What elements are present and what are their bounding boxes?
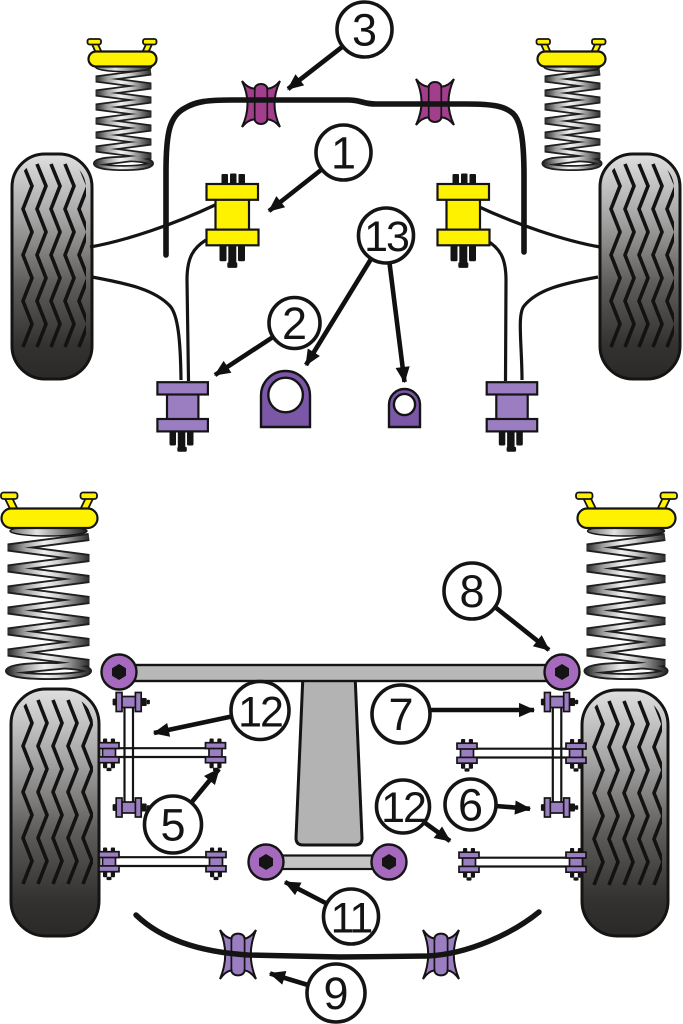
callout-7-number: 7 [388,689,413,740]
callout-5: 5 [142,767,221,855]
rear-left-upper-lateral-link [109,747,216,759]
callout-11-number: 11 [331,895,372,943]
callout-1-arrow [267,168,323,213]
callout-12-right-number: 12 [381,784,425,832]
front-arm-rear-bush-left-bolts [169,431,194,452]
callout-5-arrow [189,767,221,805]
rear-left-coil-spring [0,491,99,680]
callout-5-number: 5 [160,800,185,851]
rear-anti-roll-bar [133,909,542,960]
rear-left-spring-top-mount [0,491,99,530]
callout-8-arrow [493,605,551,652]
rear-right-trailing-link [551,700,563,810]
callout-8: 8 [442,561,551,652]
front-left-tire-treads [21,163,86,348]
callout-2: 2 [213,295,322,377]
front-left-spring-coils [93,68,154,171]
rear-right-upper-link-inner-bush [456,739,478,772]
callout-11-arrow [283,879,328,906]
rear-right-spring-coils [583,533,669,680]
rear-right-lower-lateral-link [469,856,576,868]
rear-right-upper-link-outer-bush [565,739,587,772]
front-left-spring-top-mount [86,38,158,68]
front-arm-front-bush-left-studs [219,173,245,268]
rear-right-lower-link-outer-bush [565,848,587,881]
rear-left-trailing-link-rear-bush [112,797,150,818]
rear-left-spring-coils [5,533,92,680]
callout-7: 7 [370,683,536,745]
rear-subframe [294,672,364,847]
rear-left-trailing-link-front-bush [112,691,150,713]
callout-8-number: 8 [459,566,484,617]
rear-left-upper-link-outer-bush [204,738,227,772]
rear-right-spring-top-mount [575,491,678,530]
callout-12-right: 12 [374,778,452,843]
front-arm-rear-bush-left [156,381,209,452]
callout-2-number: 2 [282,298,307,349]
rear-left-upper-link-inner-bush [98,738,120,772]
callout-1: 1 [267,123,373,213]
front-anti-roll-bar [163,97,527,258]
callout-13: 13 [304,206,416,384]
rear-lower-link-bush-right [370,843,408,881]
callout-11: 11 [283,879,381,946]
callout-6: 6 [443,777,532,832]
rear-right-trailing-link-rear-bush [540,797,579,818]
callout-1-number: 1 [331,128,356,179]
front-left-suspension-arm [89,203,216,382]
rear-left-lower-link-outer-bush [205,847,227,881]
front-arm-front-bush-left [205,173,260,268]
rear-left-tire-treads [21,699,93,885]
rear-beam-mount-bush-left [100,653,138,691]
rear-left-trailing-link [123,700,135,810]
callout-12-left: 12 [152,679,291,742]
front-right-coil-spring [535,38,607,171]
rear-beam-mount-bush-right [543,653,581,691]
rear-right-tire [580,688,670,938]
callout-12-right-arrow [423,820,452,843]
rear-right-trailing-link-front-bush [540,691,579,713]
callout-3-arrow [286,45,344,91]
callout-2-arrow [213,335,275,377]
callout-6-number: 6 [458,780,483,831]
front-right-spring-coils [541,68,603,171]
callout-9-arrow [268,971,309,988]
callout-9-number: 9 [323,968,348,1019]
front-right-tire-treads [609,163,674,348]
front-right-tire [598,152,682,381]
steering-rack-mount-bush-large [259,369,312,429]
callout-12-left-number: 12 [238,689,282,737]
rear-lower-link [247,843,408,881]
front-arm-rear-bush-right [485,381,539,452]
front-left-tire [10,152,94,381]
rear-left-lower-link-inner-bush [98,847,120,881]
front-anti-roll-bar-bush-left [241,80,281,128]
steering-rack-mount-bush-small [387,387,422,429]
front-arm-front-bush-right [436,173,491,268]
front-right-spring-top-mount [535,38,607,68]
callout-3-number: 3 [352,5,377,56]
front-arm-rear-bush-right-bolts [498,431,523,452]
rear-left-tire [9,687,101,938]
rear-right-tire-treads [592,700,662,886]
front-arm-front-bush-right-studs [450,173,476,268]
callout-6-arrow [495,800,532,815]
rear-beam [111,663,569,683]
rear-right-coil-spring [575,491,678,680]
callout-9: 9 [268,962,367,1024]
rear-right-lower-link-inner-bush [458,848,480,881]
rear-right-upper-lateral-link [467,747,576,759]
front-right-suspension-arm [474,203,601,382]
rear-left-lower-lateral-link [109,856,216,868]
front-suspension-diagram: 3 1 13 2 [10,0,682,452]
rear-lower-link-bush-left [247,843,285,881]
rear-suspension-diagram: 8 12 7 5 12 6 [0,491,678,1024]
callout-13-arrow-left [304,257,373,367]
callout-3: 3 [286,0,394,91]
front-left-coil-spring [86,38,158,171]
callout-13-arrow-right [387,262,410,384]
callout-12-left-arrow [152,714,232,737]
callout-13-number: 13 [364,213,409,261]
